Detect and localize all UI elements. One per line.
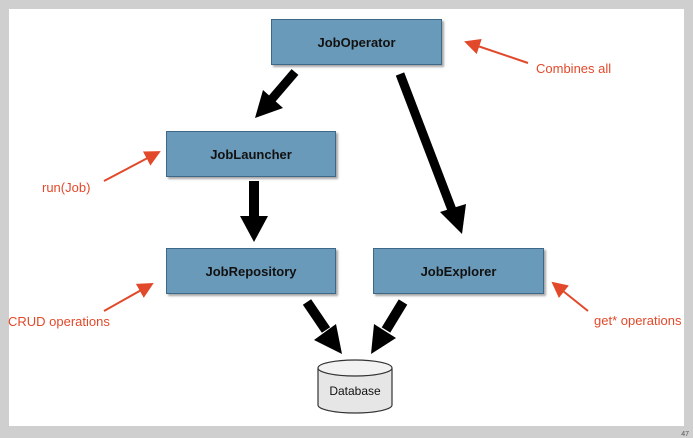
job-launcher-box: JobLauncher (166, 131, 336, 177)
arrow-explorer-to-database (371, 299, 408, 354)
job-repository-label: JobRepository (205, 263, 297, 279)
arrow-operator-to-launcher (255, 69, 299, 118)
arrow-operator-to-explorer (395, 72, 466, 234)
job-explorer-box: JobExplorer (373, 248, 544, 294)
note-arrow-get (551, 281, 589, 312)
job-operator-box: JobOperator (271, 19, 442, 65)
database-cylinder (317, 359, 393, 414)
database-label: Database (329, 384, 381, 398)
note-crud-operations: CRUD operations (8, 314, 110, 329)
note-run-job: run(Job) (42, 180, 91, 195)
job-launcher-label: JobLauncher (210, 146, 292, 162)
page-number: 47 (681, 431, 689, 438)
note-combines-all: Combines all (536, 61, 612, 76)
arrow-repository-to-database (302, 299, 342, 354)
note-get-operations: get* operations (594, 313, 682, 328)
note-arrow-combines-all (464, 38, 529, 64)
arrow-launcher-to-repository (240, 181, 268, 242)
slide-canvas (9, 9, 684, 426)
job-operator-label: JobOperator (317, 34, 396, 50)
job-explorer-label: JobExplorer (420, 263, 497, 279)
note-arrow-crud (103, 283, 154, 312)
note-arrow-run-job (103, 151, 161, 182)
job-repository-box: JobRepository (166, 248, 336, 294)
